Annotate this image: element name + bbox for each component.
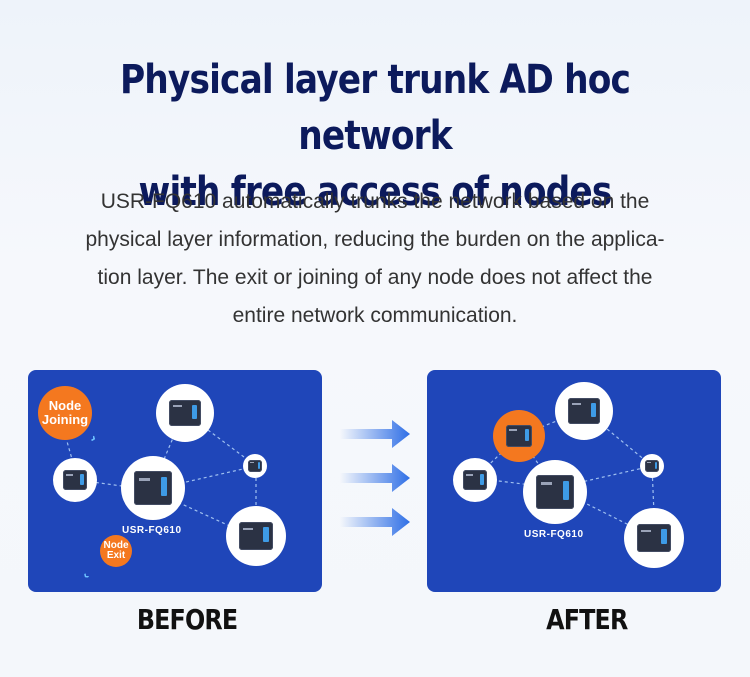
main-node-usr-fq610 (523, 460, 587, 524)
router-icon (248, 460, 262, 472)
network-node (243, 454, 267, 478)
badge-text: Exit (106, 550, 126, 561)
badge-text: Node (103, 539, 129, 551)
router-icon (506, 425, 532, 447)
router-icon (463, 470, 487, 490)
before-caption: BEFORE (136, 603, 238, 636)
description-line-1: USR-FQ610 automatically trunks the netwo… (100, 190, 650, 213)
network-node (453, 458, 497, 502)
device-label: USR-FQ610 (524, 529, 584, 540)
main-node-usr-fq610 (121, 456, 185, 520)
network-node (624, 508, 684, 568)
title-line-1: Physical layer trunk AD hoc network (119, 57, 631, 159)
network-node (53, 458, 97, 502)
after-network-panel: USR-FQ610 (427, 370, 721, 592)
router-icon (568, 398, 600, 424)
description-line-3: tion layer. The exit or joining of any n… (97, 266, 653, 289)
router-icon (239, 522, 273, 550)
router-icon (536, 475, 574, 509)
router-icon (645, 460, 659, 472)
node-joining-badge: Node Joining (38, 386, 92, 440)
description-line-4: entire network communication. (232, 304, 518, 327)
badge-text: Node (48, 398, 82, 414)
description: USR-FQ610 automatically trunks the netwo… (40, 183, 710, 335)
node-exit-badge: Node Exit (100, 535, 132, 567)
description-line-2: physical layer information, reducing the… (85, 228, 665, 251)
device-label: USR-FQ610 (122, 525, 182, 536)
title-line-2: with free access of nodes (138, 169, 613, 215)
router-icon (637, 524, 671, 552)
router-icon (169, 400, 201, 426)
network-node (555, 382, 613, 440)
network-node (226, 506, 286, 566)
router-icon (63, 470, 87, 490)
after-caption: AFTER (546, 603, 628, 636)
before-network-panel: USR-FQ610 Node Joining ›››› Node Exit ››… (28, 370, 322, 592)
network-node (640, 454, 664, 478)
transition-arrows-icon (340, 420, 410, 536)
page-title: Physical layer trunk AD hoc network with… (53, 52, 698, 220)
network-node (156, 384, 214, 442)
badge-text: Joining (41, 412, 89, 427)
joined-node (493, 410, 545, 462)
router-icon (134, 471, 172, 505)
